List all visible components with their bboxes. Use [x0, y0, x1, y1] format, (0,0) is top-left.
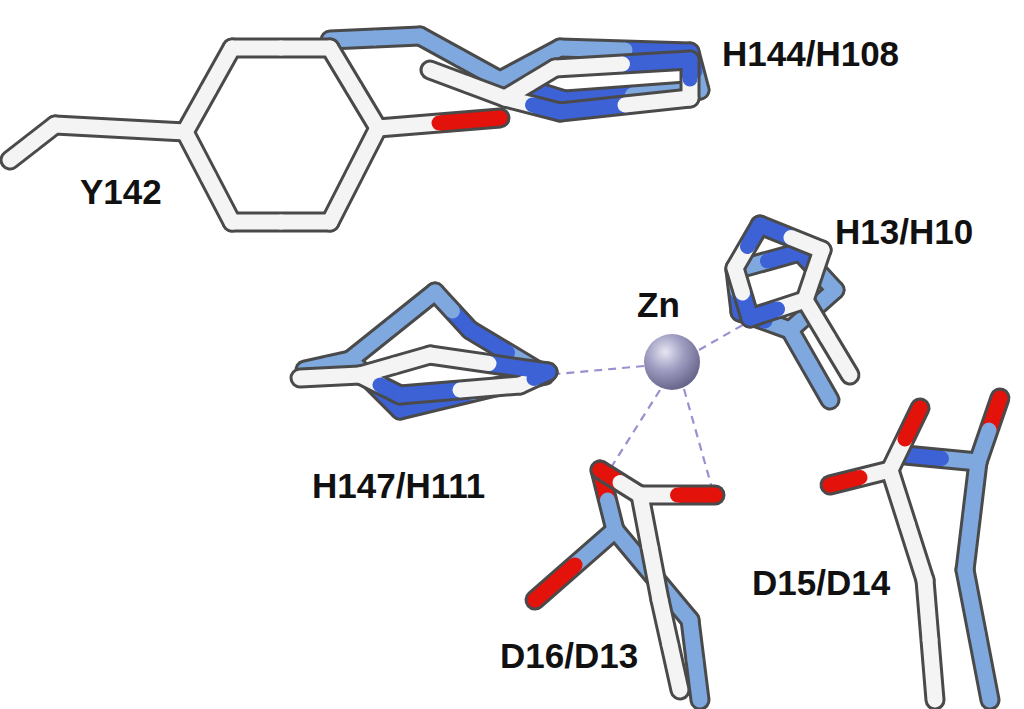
residue-label: H144/H108	[722, 36, 899, 71]
bond-stick	[435, 292, 470, 330]
bond-stick	[890, 470, 925, 580]
residue-label: D15/D14	[752, 565, 890, 600]
bond-stick	[378, 118, 500, 128]
bond-stick	[330, 36, 420, 40]
bond-stick	[805, 250, 822, 300]
bond-stick	[625, 98, 690, 105]
residue-label: Y142	[80, 174, 162, 209]
bond-stick	[560, 48, 625, 50]
bond-stick	[930, 640, 935, 700]
bond-stick	[555, 64, 623, 68]
residue-label: D16/D13	[500, 638, 638, 673]
bond-stick	[330, 128, 378, 222]
coordination-line	[699, 322, 748, 350]
bond-stick	[905, 455, 978, 462]
bond-stick	[300, 375, 360, 378]
bond-stick	[695, 660, 700, 700]
bond-stick	[560, 105, 625, 112]
bond-stick	[439, 118, 500, 123]
bond-stick	[925, 580, 935, 700]
bond-stick	[185, 48, 232, 132]
residue-label: H13/H10	[835, 214, 973, 249]
bond-stick	[965, 570, 978, 635]
bond-stick	[330, 48, 378, 128]
bond-stick	[10, 125, 55, 160]
bond-stick	[535, 530, 615, 600]
bond-stick	[55, 125, 120, 129]
bond-stick	[535, 565, 575, 600]
bond-stick	[209, 177, 233, 222]
bond-stick	[505, 83, 530, 98]
bond-stick	[560, 98, 690, 112]
bond-stick	[890, 470, 908, 525]
bond-stick	[55, 125, 185, 132]
bond-stick	[360, 355, 430, 375]
bond-stick	[505, 68, 555, 98]
bond-stick	[735, 268, 750, 318]
bond-stick	[640, 485, 715, 506]
bond-stick	[378, 123, 439, 128]
bond-stick	[185, 132, 232, 222]
coordination-line	[612, 390, 660, 466]
bond-stick	[354, 128, 378, 175]
bond-stick	[430, 355, 489, 364]
bond-stick	[660, 600, 680, 690]
bond-stick	[393, 292, 436, 326]
bond-stick	[978, 398, 1000, 462]
bond-stick	[830, 470, 890, 485]
bond-stick	[905, 455, 942, 459]
bond-stick	[965, 462, 978, 570]
bond-stick	[670, 645, 680, 690]
bond-stick	[489, 364, 548, 373]
bond-stick	[908, 525, 926, 580]
bond-stick	[460, 385, 520, 390]
bond-stick	[805, 275, 814, 300]
residue-label: H147/H111	[312, 468, 485, 503]
bond-stick	[232, 38, 330, 59]
bond-stick	[555, 60, 690, 68]
bond-stick	[805, 300, 850, 375]
bond-stick	[830, 478, 860, 486]
bond-stick	[640, 495, 650, 548]
bond-stick	[965, 516, 972, 570]
bond-stick	[400, 385, 520, 395]
coordination-line	[556, 366, 644, 374]
bond-stick	[640, 495, 660, 600]
bond-stick	[760, 225, 822, 250]
bond-stick	[185, 132, 209, 177]
stick-models	[10, 36, 1000, 700]
bond-stick	[623, 60, 691, 64]
bond-stick	[400, 390, 460, 395]
bond-stick	[330, 175, 354, 222]
bond-stick	[690, 620, 700, 700]
bond-stick	[965, 570, 990, 700]
bond-stick	[120, 129, 185, 133]
bond-stick	[350, 326, 393, 360]
bond-stick	[678, 488, 716, 503]
bond-stick	[972, 462, 979, 516]
coordination-line	[684, 389, 712, 488]
bond-stick	[905, 408, 920, 439]
bond-stick	[430, 70, 505, 98]
residue-label: Zn	[637, 287, 680, 322]
bond-stick	[925, 580, 930, 640]
coordination-bonds	[556, 322, 748, 488]
bond-stick	[978, 635, 991, 700]
bond-stick	[890, 408, 920, 470]
bond-stick	[750, 300, 805, 318]
bond-stick	[650, 548, 660, 601]
bond-stick	[575, 530, 615, 565]
bond-stick	[430, 355, 548, 372]
bond-stick	[232, 212, 330, 233]
zinc-sphere	[644, 334, 700, 390]
bond-stick	[360, 365, 395, 375]
